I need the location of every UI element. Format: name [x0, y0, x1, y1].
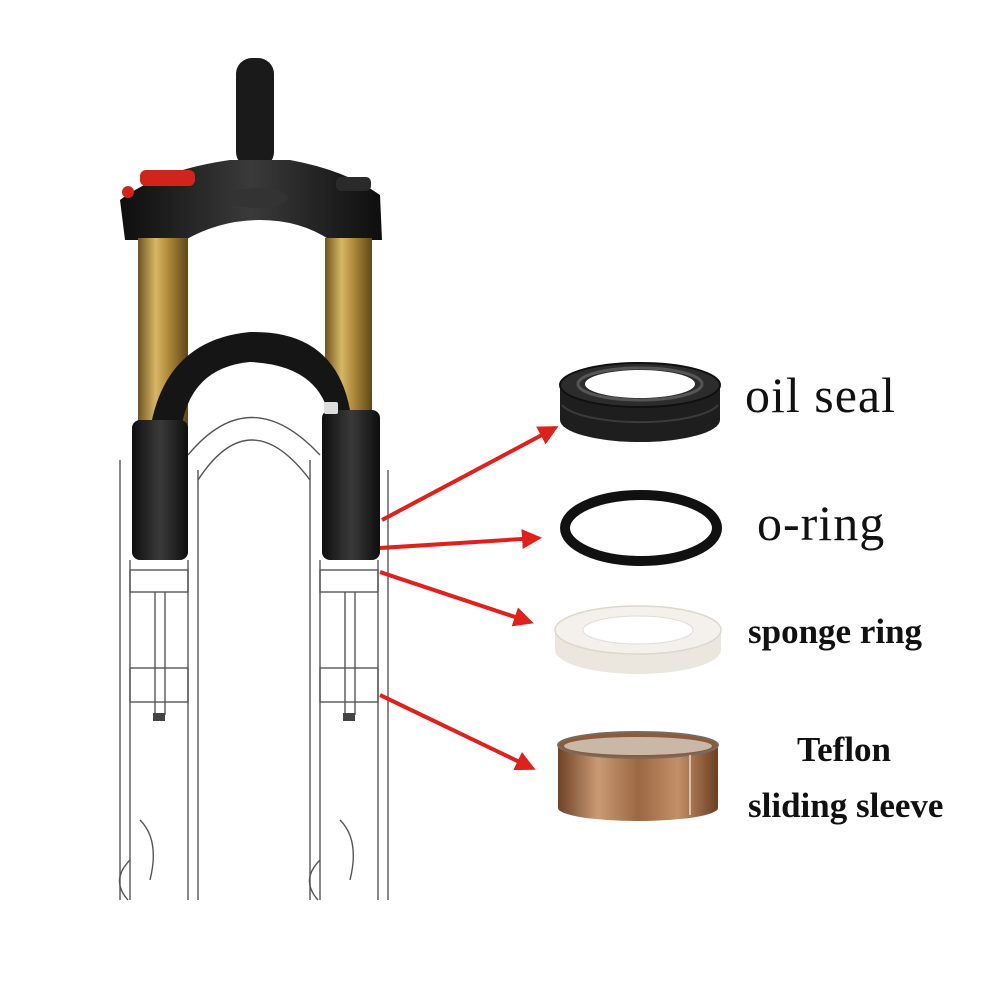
- label-teflon-line1: Teflon: [797, 730, 892, 769]
- label-teflon-line2: sliding sleeve: [748, 786, 944, 825]
- arrow-o-ring: [379, 529, 542, 550]
- sponge-ring-icon: [554, 605, 722, 674]
- right-bolt-icon: [343, 713, 355, 721]
- left-lower-top: [132, 420, 188, 560]
- teflon-sleeve-icon: [557, 731, 719, 821]
- fork-arch: [150, 331, 350, 440]
- label-oil-seal: oil seal: [745, 367, 897, 423]
- o-ring-icon: [560, 490, 722, 566]
- red-knob-icon: [140, 170, 195, 186]
- lower-badge-icon: [324, 402, 338, 414]
- arrow-oil-seal: [381, 426, 559, 522]
- oil-seal-icon: [559, 362, 721, 442]
- label-sponge-ring: sponge ring: [748, 612, 923, 651]
- red-knob-side-icon: [122, 186, 134, 198]
- steerer-tube: [236, 58, 274, 168]
- label-o-ring: o-ring: [757, 495, 886, 551]
- callout-arrows: [379, 426, 559, 771]
- right-lower-top: [322, 410, 380, 560]
- left-bolt-icon: [153, 713, 165, 721]
- arrow-teflon-sleeve: [379, 693, 536, 771]
- outline-lowers: [118, 416, 389, 901]
- crown-bore: [228, 188, 288, 208]
- top-cap-icon: [336, 177, 371, 191]
- arrow-sponge-ring: [379, 570, 534, 627]
